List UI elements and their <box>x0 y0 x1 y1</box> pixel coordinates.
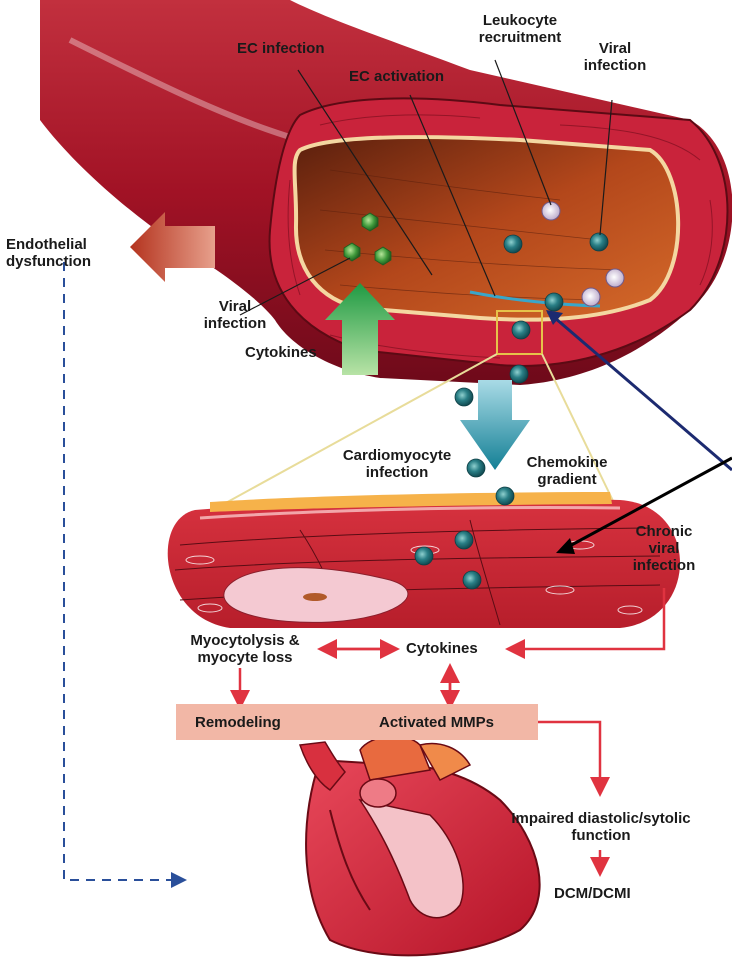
label-endothelial-dysfunction: Endothelial dysfunction <box>6 236 91 270</box>
label-myocytolysis: Myocytolysis & myocyte loss <box>174 632 316 666</box>
dashed-dysfunction-path <box>64 262 183 880</box>
virus <box>496 487 514 505</box>
label-remodeling: Remodeling <box>195 714 281 731</box>
label-dcm: DCM/DCMI <box>554 885 631 902</box>
label-viral-infection-left: Viral infection <box>192 298 278 332</box>
label-leukocyte-recruitment: Leukocyte recruitment <box>465 12 575 46</box>
label-ec-activation: EC activation <box>349 68 444 85</box>
label-ec-infection: EC infection <box>237 40 325 57</box>
virus <box>512 321 530 339</box>
label-chronic-viral-infection: Chronic viral infection <box>622 523 706 574</box>
virus <box>455 388 473 406</box>
label-cardiomyocyte-infection: Cardiomyocyte infection <box>327 447 467 481</box>
virus <box>463 571 481 589</box>
label-chemokine-gradient: Chemokine gradient <box>512 454 622 488</box>
virus <box>504 235 522 253</box>
label-activated-mmps: Activated MMPs <box>379 714 494 731</box>
virus <box>467 459 485 477</box>
virus <box>510 365 528 383</box>
label-cytokines-top: Cytokines <box>245 344 317 361</box>
virus <box>590 233 608 251</box>
myocardial-tissue <box>168 487 680 628</box>
virus <box>545 293 563 311</box>
heart <box>300 736 540 955</box>
label-viral-infection-top: Viral infection <box>576 40 654 74</box>
label-impaired-function: Impaired diastolic/sytolic function <box>484 810 718 844</box>
virus <box>415 547 433 565</box>
label-cytokines-bottom: Cytokines <box>406 640 478 657</box>
virus <box>455 531 473 549</box>
